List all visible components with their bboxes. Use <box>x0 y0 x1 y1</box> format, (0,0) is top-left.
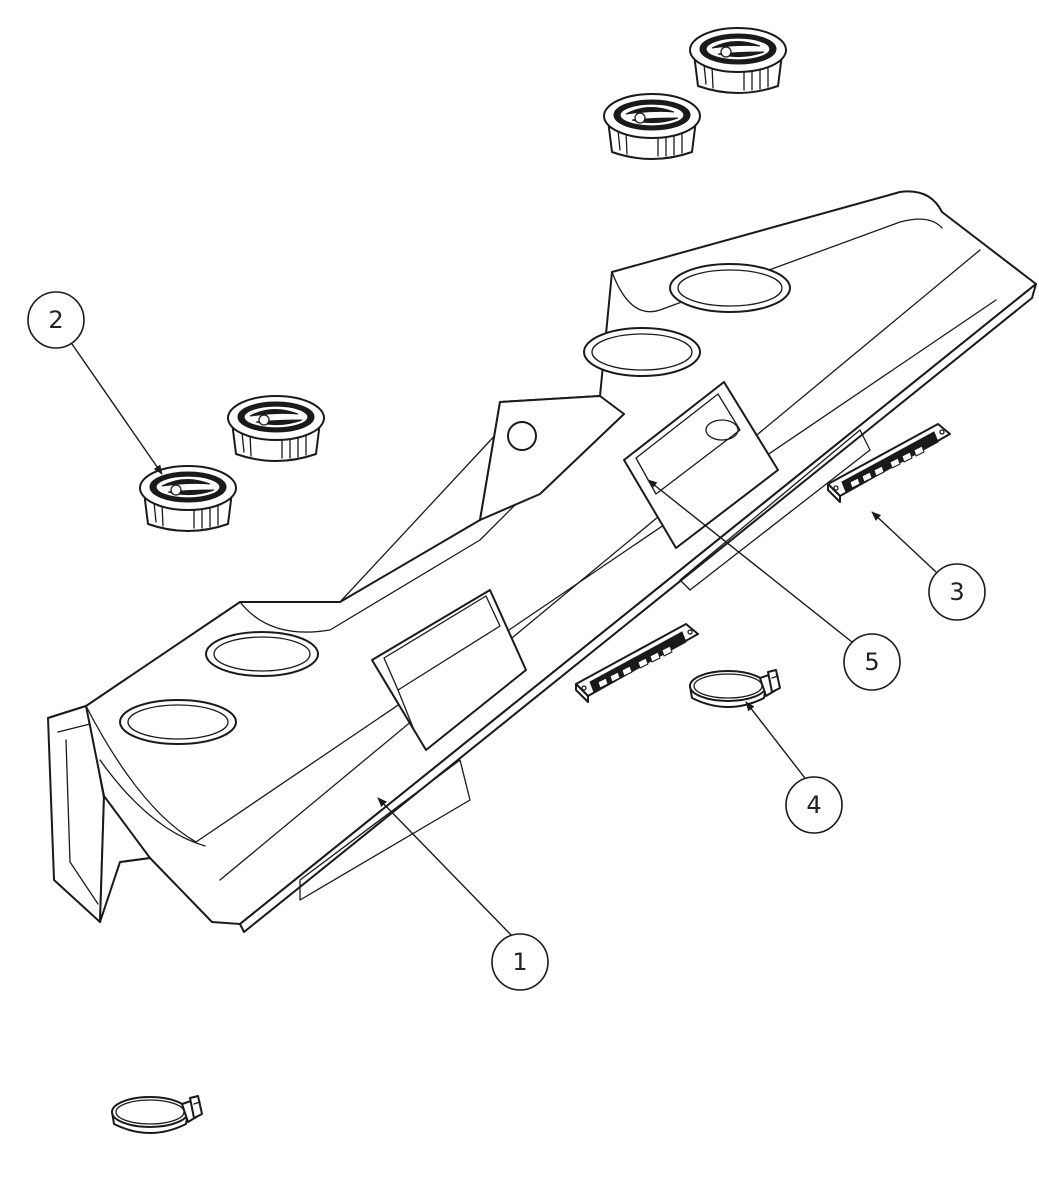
callout-3-label: 3 <box>949 578 964 606</box>
callout-5-label: 5 <box>864 648 879 676</box>
callout-2-label: 2 <box>48 306 63 334</box>
leader-lines <box>71 343 937 939</box>
callout-3: 3 <box>928 563 986 621</box>
callout-4: 4 <box>785 776 843 834</box>
callout-5: 5 <box>843 633 901 691</box>
callout-1-label: 1 <box>512 948 527 976</box>
callout-1: 1 <box>491 933 549 991</box>
main-duct-part <box>47 190 1037 933</box>
callout-4-label: 4 <box>806 791 821 819</box>
callout-2: 2 <box>27 291 85 349</box>
